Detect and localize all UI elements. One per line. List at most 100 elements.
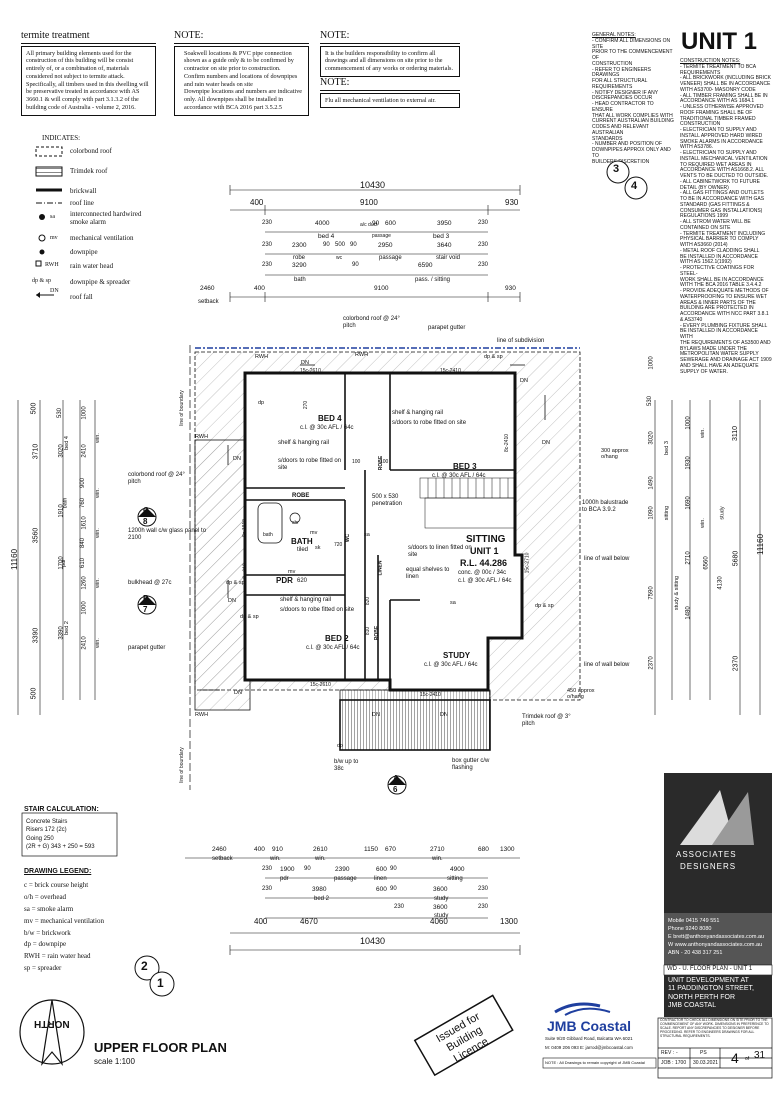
note-line: WITH AS 1562.1(1992) [680,259,732,266]
issued-stamp [413,994,514,1077]
note-line: WITH AS3660 (2014) [680,242,728,248]
page-number: 4 [731,1050,739,1066]
note-line: - ALL CABINETWORK TO FUTURE [680,178,760,185]
note-line: CONSTRUCTION [592,60,633,67]
note-line: CONSTRUCTION [680,121,721,128]
legend-colorbond: colorbond roof [70,147,112,155]
note-line: VENTS TO BE DUCTED TO OUTSIDE. [680,173,769,179]
left-dimensions [17,400,96,715]
downpipe-icon [39,249,45,255]
note-line: - NUMBER AND POSITION OF [592,141,663,148]
note-line: & AS3740 [680,316,703,323]
colorbond-roof-left [194,439,251,711]
legend-brickwall: brickwall [70,187,97,195]
right-dimensions [654,400,761,715]
note-line: SEWERAGE AND DRAINAGE ACT 1909 [680,357,772,363]
colorbond-swatch [35,146,63,157]
label-linen: LINEN [377,560,384,576]
termite-heading: termite treatment [21,30,156,44]
north-arrow [19,999,85,1067]
note-line: STANDARDS [592,135,623,142]
stair-calc: Concrete Stairs Risers 172 (2c) Going 25… [26,819,95,851]
titleblock-disclaimer: CONTRACTOR TO CHECK ALL DIMENSIONS ON SI… [660,1018,769,1038]
legend-smoke-alarm: interconnected hardwired smoke alarm [70,210,142,226]
note-line: TO BE IN ACCORDANCE WITH GAS [680,196,765,202]
stair-box [21,812,118,857]
internal-walls [245,373,515,680]
note-line: ACCORDANCE WITH AS 1684.1 [680,98,755,105]
room-pdr: PDR [276,576,293,585]
note-line: WORK SHALL BE IN ACCORDANCE [680,276,764,283]
dim-left-overall: 11160 [10,548,20,571]
sheet-title: WD - U. FLOOR PLAN - UNIT 1 [667,966,753,972]
stair-treads [419,477,516,529]
note-line: - PROTECTIVE COATINGS FOR STEEL- [680,265,755,277]
note-1-item: Soakwell locations & PVC pipe connection… [184,49,294,73]
note-line: BE INSTALLED IN ACCORDANCE WITH [680,328,758,340]
balcony [339,699,491,751]
note-line: - ALL GAS FITTINGS AND OUTLETS [680,190,764,197]
note-line: - CONFIRM ALL DIMENSIONS ON SITE [592,37,671,50]
note-line: ROOF FRAMING SHALL BE OF [680,109,753,116]
note-3-text: Flu all mechanical ventilation to extern… [320,92,460,109]
dim-right-overall: 11160 [756,533,766,556]
note-line: PHYSICAL BARRIER TO COMPLY [680,236,759,243]
north-label: NORTH [34,1018,70,1029]
note-line: SMOKE ALARMS IN ACCORDANCE [680,138,763,145]
label-robe-3: ROBE [374,625,381,641]
legend-ventilation: mechanical ventilation [70,234,134,242]
note-line: - ALL STROM WATER WILL BE [680,219,751,225]
jmb-logo [554,1002,611,1016]
note-line: WITH THE BCA 2016 TABLE 3.4.4.2 [680,282,762,289]
legend-rain-head: rain water head [70,262,114,270]
note-line: PRIOR TO THE COMMENCEMENT OF [592,49,673,61]
note-line: CURRENT AUSTRALIAN BUILDING [592,118,674,125]
note-3-heading: NOTE: [320,77,460,91]
note-3: NOTE: Flu all mechanical ventilation to … [320,77,460,109]
room-bed2: BED 2 [325,634,349,643]
room-bed3: BED 3 [453,462,477,471]
termite-note: termite treatment All primary building e… [21,30,156,116]
legend-roofline: roof line [70,199,94,207]
note-1-item: Confirm numbers and locations of downpip… [184,72,298,88]
designer-name-2: DESIGNERS [680,862,737,871]
note-line: INSTALL MECHANICAL VENTILATION [680,155,768,162]
note-line: DISCREPANCIES OCCUR [592,95,653,102]
note-line: AND SHALL HAVE AN ADEQUATE [680,362,759,369]
section-marker-flags [138,508,406,785]
room-sitting: SITTING [466,534,506,545]
external-walls [243,371,524,692]
note-line: - PROVIDE ADEQUATE METHODS OF [680,288,769,294]
jmb-brand: JMB Coastal [547,1018,632,1034]
roof-fall-arrows [200,364,546,691]
unit-label: UNIT 1 [681,28,758,55]
legend-symbols [35,146,63,298]
dim-bottom-overall: 10430 [360,936,386,946]
ventilation-icon [38,234,46,242]
note-line: WATERPROOFING TO ENSURE WET [680,293,768,300]
note-line: CONSUMER GAS INSTALLATIONS) [680,207,763,214]
bottom-dimensions [185,857,521,955]
construction-notes: CONSTRUCTION NOTES: - TERMITE TREATMENT … [680,58,772,375]
note-line: METROPOLITAN WATER SUPPLY [680,351,759,358]
note-line: THAT ALL WORK COMPLIES WITH [592,112,673,119]
note-line: - ELECTRICIAN TO SUPPLY AND [680,150,757,156]
note-line: - TERMITE TREATMENT INCLUDING [680,230,766,237]
note-line: DOWNPIPES APPROX ONLY AND TO [592,147,671,159]
note-line: FOR ALL STRUCTURAL REQUIREMENTS [592,78,648,90]
stair-heading: STAIR CALCULATION: [24,806,99,813]
note-line: SUPPLY OF WATER. [680,368,728,375]
room-study: STUDY [443,651,471,660]
legend-downpipe: downpipe [70,248,98,256]
termite-text: All primary building elements used for t… [21,45,156,116]
label-boundary-bottom: line of boundary [178,747,185,783]
room-bath: BATH [291,537,313,546]
note-line: ACCORDANCE WITH NCC PART 3.8.1 [680,311,769,317]
note-2-heading: NOTE: [320,30,460,44]
legend-downpipe-spreader: downpipe & spreader [70,278,131,286]
smoke-alarm-icon [39,214,45,220]
legend-heading: INDICATES: [42,134,81,142]
note-line: BE INSTALLED IN ACCORDANCE [680,253,758,260]
note-line: - ALL TIMBER FRAMING SHALL BE IN [680,92,768,99]
